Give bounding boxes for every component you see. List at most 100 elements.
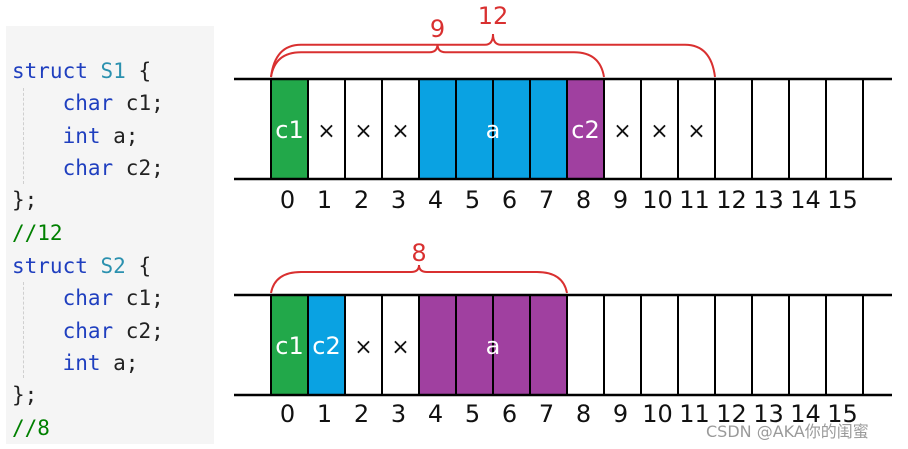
watermark: CSDN @AKA你的闺蜜 <box>706 422 869 441</box>
offset-index-label: 7 <box>539 186 554 214</box>
offset-index-label: 8 <box>576 400 591 428</box>
offset-index-label: 13 <box>753 186 784 214</box>
offset-index-label: 4 <box>428 186 443 214</box>
memory-cell <box>789 79 826 179</box>
code-line: char c1; <box>12 91 164 115</box>
field-name: c2; <box>113 156 164 180</box>
padding-cell-label: × <box>391 119 409 144</box>
offset-index-label: 0 <box>280 400 295 428</box>
field-type: char <box>62 319 114 343</box>
offset-index-label: 12 <box>716 400 747 428</box>
field-cell-label: c2 <box>571 116 599 144</box>
size-brace-small <box>270 43 605 78</box>
field-type: int <box>62 124 101 148</box>
field-type: int <box>62 351 101 375</box>
memory-cell <box>530 295 567 395</box>
offset-index-label: 5 <box>465 400 480 428</box>
offset-index-label: 0 <box>280 186 295 214</box>
memory-cell <box>493 295 530 395</box>
memory-cell <box>271 79 308 179</box>
brace-open: { <box>125 59 152 83</box>
code-line: char c1; <box>12 286 164 310</box>
offset-index-label: 2 <box>354 400 369 428</box>
code-line: }; <box>12 383 37 407</box>
code-line: }; <box>12 188 37 212</box>
code-line: int a; <box>12 124 139 148</box>
offset-index-label: 5 <box>465 186 480 214</box>
offset-index-label: 7 <box>539 400 554 428</box>
field-cell-label: c1 <box>275 332 303 360</box>
padding-cell-label: × <box>687 119 705 144</box>
memory-cell <box>641 79 678 179</box>
memory-cell <box>715 295 752 395</box>
memory-cell <box>715 79 752 179</box>
offset-index-label: 3 <box>391 400 406 428</box>
field-type: char <box>62 91 114 115</box>
struct-name: S1 <box>100 59 126 83</box>
padding-cell-label: × <box>354 119 372 144</box>
padding-cell-label: × <box>613 119 631 144</box>
keyword-struct: struct <box>12 254 88 278</box>
field-name: c1; <box>113 286 164 310</box>
size-comment: //8 <box>12 416 50 440</box>
memory-cell <box>678 295 715 395</box>
memory-cell <box>271 295 308 395</box>
memory-cell <box>789 295 826 395</box>
code-line: //12 <box>12 221 63 245</box>
memory-cell <box>493 79 530 179</box>
memory-cell <box>567 295 604 395</box>
memory-cell <box>826 295 863 395</box>
field-name: a; <box>100 351 139 375</box>
offset-index-label: 6 <box>502 186 517 214</box>
brace-open: { <box>125 254 152 278</box>
offset-index-label: 4 <box>428 400 443 428</box>
memory-cell <box>530 79 567 179</box>
brace-close: }; <box>12 188 38 212</box>
memory-cell <box>345 295 382 395</box>
offset-index-label: 11 <box>679 186 710 214</box>
offset-index-label: 10 <box>642 186 673 214</box>
code-line: char c2; <box>12 319 164 343</box>
offset-index-label: 14 <box>790 400 821 428</box>
size-brace-large <box>270 33 716 78</box>
memory-cell <box>604 79 641 179</box>
memory-cell <box>604 295 641 395</box>
offset-index-label: 6 <box>502 400 517 428</box>
code-line: char c2; <box>12 156 164 180</box>
struct-name: S2 <box>100 254 126 278</box>
offset-index-label: 15 <box>827 186 858 214</box>
padding-cell-label: × <box>317 119 335 144</box>
field-span-label: a <box>486 332 501 360</box>
memory-cell <box>308 79 345 179</box>
offset-index-label: 13 <box>753 400 784 428</box>
memory-cell <box>641 295 678 395</box>
offset-index-label: 2 <box>354 186 369 214</box>
keyword-struct: struct <box>12 59 88 83</box>
field-name: c2; <box>113 319 164 343</box>
brace-close: }; <box>12 383 38 407</box>
field-span-label: a <box>486 116 501 144</box>
offset-index-label: 1 <box>317 400 332 428</box>
code-line: struct S1 { <box>12 59 151 83</box>
size-comment: //12 <box>12 221 63 245</box>
offset-index-label: 3 <box>391 186 406 214</box>
memory-cell <box>308 295 345 395</box>
memory-cell <box>567 79 604 179</box>
memory-cell <box>752 79 789 179</box>
indent-guide <box>23 88 24 184</box>
size-brace-small-label: 9 <box>430 15 445 43</box>
field-type: char <box>62 156 114 180</box>
indent-guide <box>23 282 24 378</box>
offset-index-label: 9 <box>613 186 628 214</box>
padding-cell-label: × <box>650 119 668 144</box>
padding-cell-label: × <box>354 335 372 360</box>
padding-cell-label: × <box>391 335 409 360</box>
offset-index-label: 1 <box>317 186 332 214</box>
offset-index-label: 12 <box>716 186 747 214</box>
offset-index-label: 10 <box>642 400 673 428</box>
memory-cell <box>456 295 493 395</box>
memory-cell <box>419 79 456 179</box>
offset-index-label: 15 <box>827 400 858 428</box>
offset-index-label: 11 <box>679 400 710 428</box>
